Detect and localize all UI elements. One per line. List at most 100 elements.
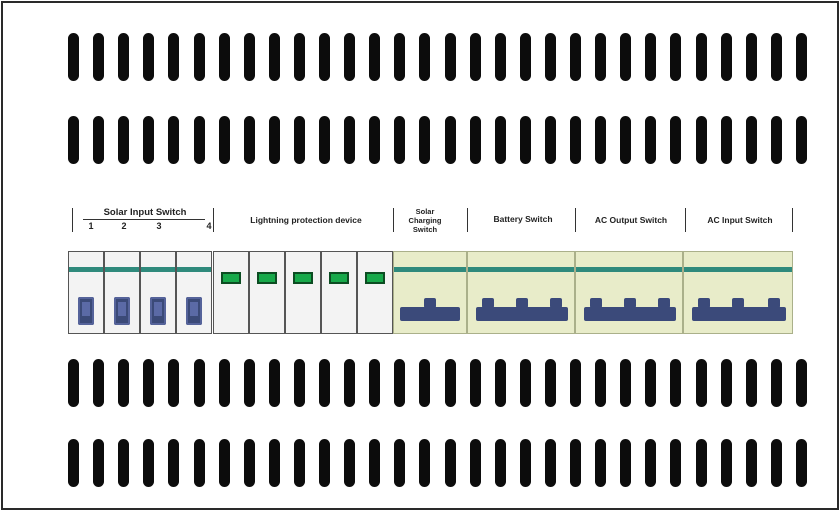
vent-slot [645, 359, 657, 407]
vent-slot [293, 116, 305, 164]
vent-slot [68, 33, 79, 81]
solar-input-switch-label: Solar Input Switch [103, 207, 187, 218]
breaker-handle-icon[interactable] [692, 298, 786, 321]
label-divider [792, 208, 793, 232]
breaker-lever-icon[interactable] [186, 297, 202, 325]
vent-slot [218, 116, 230, 164]
vent-slot [645, 439, 657, 487]
solar-input-breaker-1[interactable] [68, 251, 104, 334]
vent-slot [243, 116, 255, 164]
vent-slot [544, 439, 556, 487]
vent-slot [319, 116, 330, 164]
vent-slot [344, 116, 356, 164]
vent-slot [519, 439, 531, 487]
solar-charging-switch-breaker[interactable] [393, 251, 467, 334]
vent-slot [243, 33, 255, 81]
vent-slot [319, 439, 330, 487]
breaker-handle-icon[interactable] [476, 298, 568, 321]
vent-slot [795, 439, 807, 487]
ac-output-switch-label: AC Output Switch [594, 215, 668, 225]
vent-slot [268, 359, 280, 407]
solar-input-number-4: 4 [206, 221, 212, 231]
vent-row-4 [68, 439, 807, 487]
vent-slot [544, 359, 556, 407]
solar-input-breaker-4[interactable] [176, 251, 212, 334]
vent-slot [494, 359, 506, 407]
vent-slot [293, 359, 305, 407]
vent-slot [68, 359, 79, 407]
vent-slot [745, 439, 757, 487]
vent-slot [419, 359, 431, 407]
vent-slot [93, 33, 105, 81]
vent-slot [68, 439, 79, 487]
vent-slot [193, 359, 205, 407]
vent-slot [570, 439, 581, 487]
vent-row-3 [68, 359, 807, 407]
vent-slot [344, 33, 356, 81]
vent-slot [670, 116, 682, 164]
vent-slot [243, 439, 255, 487]
vent-slot [720, 33, 732, 81]
surge-protector-module-5 [357, 251, 393, 334]
vent-slot [795, 116, 807, 164]
vent-slot [193, 116, 205, 164]
vent-slot [620, 116, 632, 164]
vent-slot [344, 359, 356, 407]
label-divider [72, 208, 73, 232]
vent-slot [444, 116, 456, 164]
vent-slot [168, 439, 180, 487]
vent-slot [695, 359, 707, 407]
battery-switch-breaker[interactable] [467, 251, 575, 334]
vent-slot [369, 33, 381, 81]
breaker-lever-icon[interactable] [114, 297, 130, 325]
vent-slot [344, 439, 356, 487]
green-indicator-icon [257, 272, 277, 284]
vent-slot [720, 116, 732, 164]
vent-slot [595, 439, 607, 487]
lightning-protection-label: Lightning protection device [250, 215, 362, 225]
label-divider [213, 208, 214, 232]
green-indicator-icon [365, 272, 385, 284]
vent-slot [519, 359, 531, 407]
breaker-handle-icon[interactable] [400, 298, 460, 321]
vent-slot [193, 33, 205, 81]
battery-switch-label: Battery Switch [493, 214, 553, 224]
vent-slot [268, 439, 280, 487]
vent-slot [620, 359, 632, 407]
breaker-lever-icon[interactable] [78, 297, 94, 325]
ac-input-switch-breaker[interactable] [683, 251, 793, 334]
breaker-strip [68, 251, 793, 334]
vent-slot [118, 33, 130, 81]
breaker-handle-icon[interactable] [584, 298, 676, 321]
vent-slot [218, 359, 230, 407]
vent-slot [745, 116, 757, 164]
vent-slot [193, 439, 205, 487]
vent-slot [695, 116, 707, 164]
vent-slot [770, 33, 782, 81]
vent-slot [645, 116, 657, 164]
vent-slot [544, 33, 556, 81]
vent-slot [670, 439, 682, 487]
vent-slot [118, 439, 130, 487]
vent-slot [620, 33, 632, 81]
solar-input-breaker-2[interactable] [104, 251, 140, 334]
vent-slot [444, 359, 456, 407]
solar-charging-line-1: Solar [415, 207, 435, 216]
vent-slot [720, 359, 732, 407]
vent-slot [93, 439, 105, 487]
vent-row-2 [68, 116, 807, 164]
breaker-lever-icon[interactable] [150, 297, 166, 325]
vent-slot [695, 33, 707, 81]
vent-slot [469, 33, 481, 81]
vent-slot [770, 439, 782, 487]
ac-output-switch-breaker[interactable] [575, 251, 683, 334]
vent-slot [745, 33, 757, 81]
vent-slot [570, 116, 581, 164]
solar-charging-switch-label: Solar Charging Switch [401, 207, 449, 234]
surge-protector-module-1 [213, 251, 249, 334]
solar-input-breaker-3[interactable] [140, 251, 176, 334]
solar-input-number-1: 1 [88, 221, 94, 231]
label-underline [83, 219, 205, 220]
solar-charging-line-2: Charging [408, 216, 442, 225]
